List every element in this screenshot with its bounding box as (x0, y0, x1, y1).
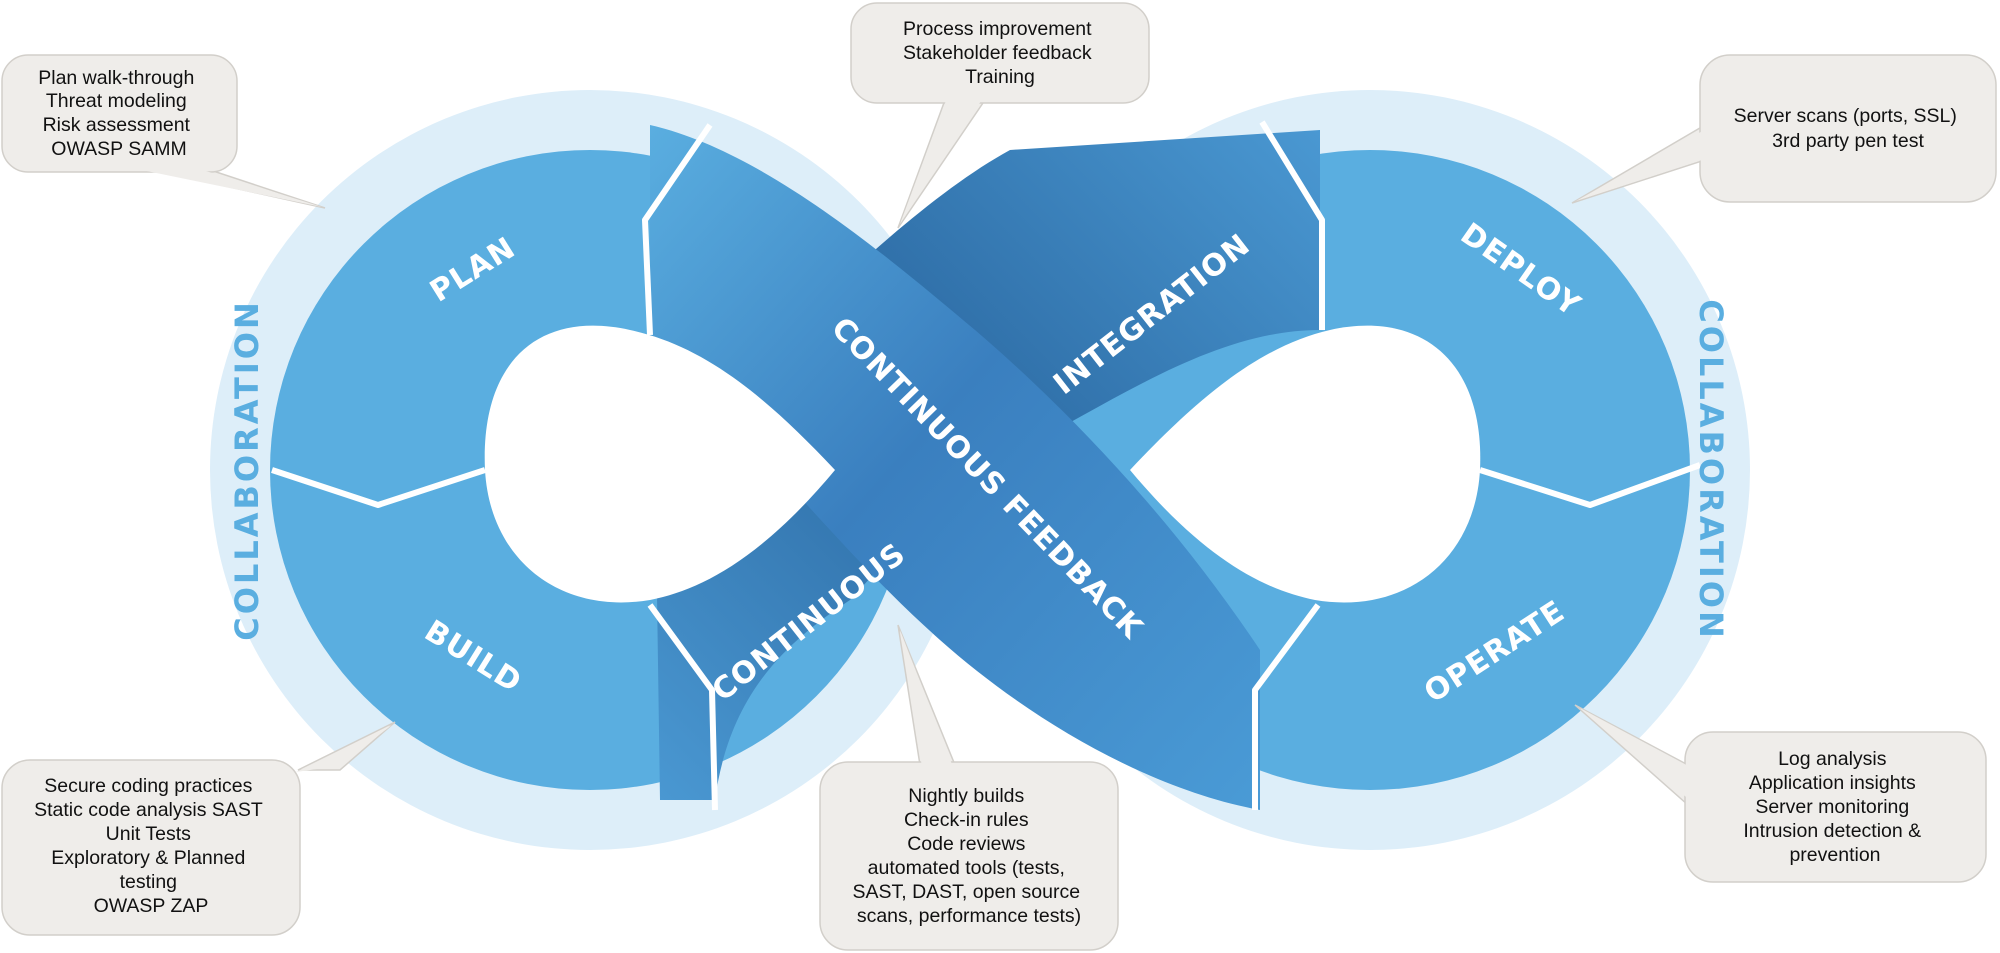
callout-plan-line: Risk assessment (43, 114, 191, 136)
segment-separators (271, 120, 1702, 811)
callout-build-line: OWASP ZAP (94, 895, 209, 917)
callout-operate: Log analysis Application insights Server… (1574, 704, 1987, 883)
callout-feedback-line: Training (965, 66, 1035, 88)
right-hole (1130, 325, 1481, 603)
callout-plan-line: Plan walk-through (38, 67, 194, 89)
callout-continuous: Nightly builds Check-in rules Code revie… (819, 624, 1119, 951)
callout-operate-line: prevention (1789, 844, 1880, 866)
svg-text:Nightly builds Check-in: Nightly builds Check-in rules Code revie… (852, 785, 1085, 927)
feedback-band (650, 125, 1260, 810)
callout-build-line: Exploratory & Planned (51, 847, 245, 869)
callout-plan-line: OWASP SAMM (51, 138, 186, 160)
callout-build-line: Secure coding practices (44, 775, 252, 797)
callout-deploy-line: 3rd party pen test (1772, 130, 1924, 152)
callout-build: Secure coding practices Static code anal… (1, 721, 396, 936)
callout-deploy-line: Server scans (ports, SSL) (1734, 105, 1957, 127)
svg-text:Log analysis Application: Log analysis Application insights Server… (1743, 748, 1926, 866)
callout-operate-line: Application insights (1749, 772, 1916, 794)
callout-continuous-line: automated tools (tests, (868, 857, 1065, 879)
svg-text:Plan walk-through Threat: Plan walk-through Threat modeling Risk a… (38, 67, 200, 160)
callout-build-line: Unit Tests (106, 823, 192, 845)
callout-operate-line: Intrusion detection & (1743, 820, 1921, 842)
callout-continuous-line: SAST, DAST, open source (852, 881, 1080, 903)
callout-plan: Plan walk-through Threat modeling Risk a… (1, 54, 326, 209)
callout-build-line: Static code analysis SAST (34, 799, 263, 821)
callout-continuous-line: scans, performance tests) (857, 905, 1081, 927)
svg-text:Server scans (ports, SSL): Server scans (ports, SSL) 3rd party pen … (1734, 105, 1963, 152)
callout-feedback-line: Process improvement (903, 18, 1092, 40)
callout-continuous-line: Nightly builds (908, 785, 1024, 807)
callout-deploy: Server scans (ports, SSL) 3rd party pen … (1571, 54, 1997, 204)
callout-feedback-line: Stakeholder feedback (903, 42, 1092, 64)
callout-operate-line: Server monitoring (1755, 796, 1909, 818)
callout-continuous-line: Code reviews (907, 833, 1025, 855)
collaboration-right-label: COLLABORATION (1692, 299, 1730, 640)
callout-operate-line: Log analysis (1778, 748, 1887, 770)
callout-feedback: Process improvement Stakeholder feedback… (850, 2, 1150, 229)
left-hole (484, 325, 835, 603)
collaboration-left-label: COLLABORATION (228, 299, 266, 640)
callout-continuous-line: Check-in rules (904, 809, 1029, 831)
callout-build-line: testing (120, 871, 177, 893)
svg-text:Process improvement Stak: Process improvement Stakeholder feedback… (903, 18, 1097, 88)
svg-text:Secure coding practices: Secure coding practices Static code anal… (34, 775, 268, 917)
callout-plan-line: Threat modeling (46, 90, 187, 112)
